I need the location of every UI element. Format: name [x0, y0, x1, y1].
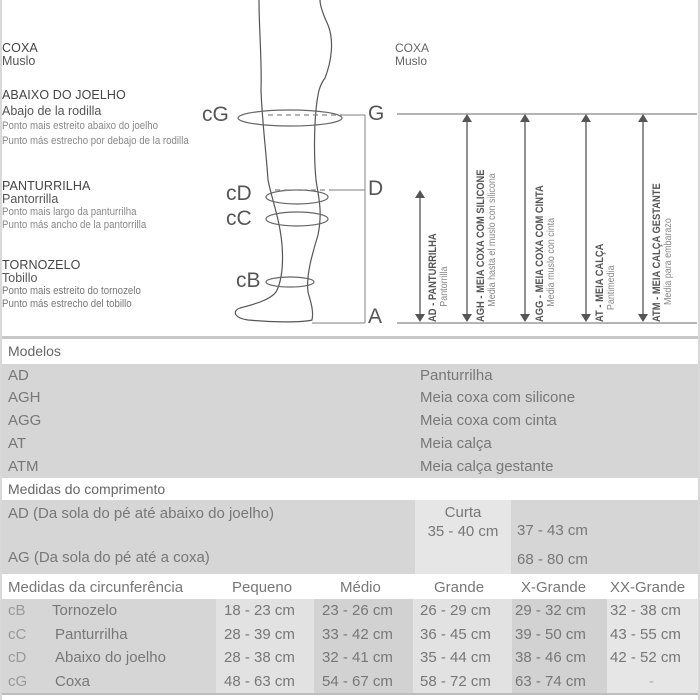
length-row-label: AG (Da sola do pé até a coxa)	[8, 549, 210, 566]
length-title: Medidas do comprimento	[2, 478, 698, 500]
table-row: AGH Meia coxa com silicone	[8, 389, 576, 406]
point-a: A	[368, 305, 383, 328]
circumference-cb-icon	[265, 276, 315, 288]
label-abaixo-joelho: ABAIXO DO JOELHO Abajo de la rodilla Pon…	[2, 88, 189, 147]
circumference-table: cB Tornozelo 18 - 23 cm 23 - 26 cm 26 - …	[2, 599, 698, 693]
marker-cg: cG	[202, 103, 229, 126]
divider	[2, 693, 698, 695]
size-header: XX-Grande	[610, 579, 686, 596]
label-tornozelo: TORNOZELO Tobillo Ponto mais estreito do…	[2, 258, 141, 311]
circumference-cc-icon	[265, 211, 329, 227]
size-header: Médio	[340, 579, 381, 596]
size-header: Pequeno	[232, 579, 293, 596]
circumference-cg-icon	[237, 109, 343, 127]
marker-cd: cD	[226, 182, 252, 205]
length-table: AD (Da sola do pé até abaixo do joelho) …	[2, 500, 698, 574]
vlabel-ad: AD - PANTURRILHA Pantorrilla	[427, 233, 450, 322]
vlabel-agh: AGH - MEIA COXA COM SILICONE Media hasta…	[475, 169, 498, 322]
models-table: AD Panturrilha AGH Meia coxa com silicon…	[2, 364, 698, 478]
vlabel-at: AT - MEIA CALÇA Pantimedia	[594, 243, 617, 322]
length-value: 68 - 80 cm	[517, 551, 588, 568]
curta-column: Curta 35 - 40 cm	[415, 500, 511, 574]
frame-border	[698, 0, 700, 700]
circumference-title: Medidas da circunferência	[8, 579, 184, 596]
divider	[2, 336, 698, 339]
models-title: Modelos	[2, 340, 698, 362]
size-header: X-Grande	[521, 579, 587, 596]
point-g: G	[368, 102, 385, 125]
table-row: ATM Meia calça gestante	[8, 458, 554, 475]
circumference-header: Medidas da circunferência Pequeno Médio …	[2, 577, 698, 599]
marker-cc: cC	[226, 207, 252, 230]
label-panturrilha: PANTURRILHA Pantorrilla Ponto mais largo…	[2, 179, 147, 232]
table-row: AT Meia calça	[8, 435, 492, 452]
size-header: Grande	[434, 579, 485, 596]
marker-cb: cB	[236, 269, 261, 292]
vlabel-atm: ATM - MEIA CALÇA GESTANTE Media para emb…	[651, 183, 674, 322]
vlabel-agg: AGG - MEIA COXA COM CINTA Media muslo co…	[534, 185, 557, 322]
leg-diagram	[234, 0, 697, 324]
length-value: 37 - 43 cm	[517, 522, 588, 539]
frame-border	[0, 0, 2, 700]
label-coxa: COXA Muslo	[2, 41, 38, 68]
length-row-label: AD (Da sola do pé até abaixo do joelho)	[8, 505, 275, 522]
table-row: AGG Meia coxa com cinta	[8, 412, 557, 429]
point-d: D	[368, 177, 384, 200]
table-row: AD Panturrilha	[8, 367, 493, 384]
label-coxa-right: COXA Muslo	[395, 41, 430, 68]
leg-outline-icon	[234, 0, 333, 323]
